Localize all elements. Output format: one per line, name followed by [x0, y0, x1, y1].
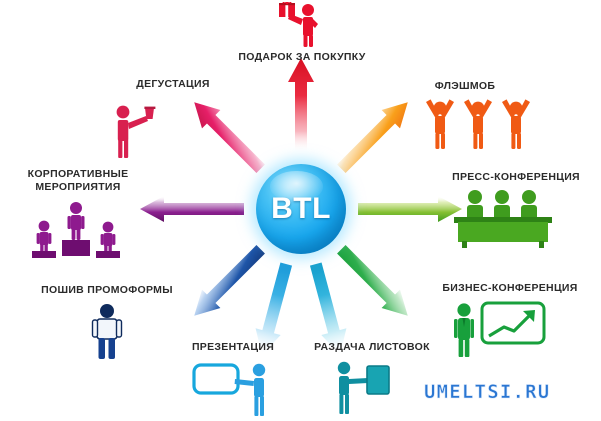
node-label-press-konferenciya: ПРЕСС-КОНФЕРЕНЦИЯ [452, 171, 580, 183]
node-label-poshiv-promoformy: ПОШИВ ПРОМОФОРМЫ [41, 284, 173, 296]
node-label-korporativnye-meropriyatiya: КОРПОРАТИВНЫЕ МЕРОПРИЯТИЯ [27, 168, 129, 193]
node-label-razdacha-listovok: РАЗДАЧА ЛИСТОВОК [314, 341, 430, 353]
arrow-razdacha-listovok [309, 262, 347, 355]
three-people-arms-up-icon [422, 94, 534, 155]
btl-center-label: BTL [271, 192, 331, 225]
three-people-podium-icon [24, 196, 128, 263]
panel-table-three-people-icon [446, 186, 558, 253]
arrow-degustaciya [194, 102, 265, 173]
person-holding-gift-icon [262, 0, 332, 53]
person-holding-cup-icon [104, 102, 166, 165]
node-label-degustaciya: ДЕГУСТАЦИЯ [136, 78, 210, 90]
arrow-press-konferenciya [358, 196, 462, 222]
arrow-podarok-za-pokupku [288, 58, 314, 152]
arrow-fleshmob [337, 102, 408, 173]
person-handing-flyer-icon [328, 358, 396, 421]
watermark-umeltsi-ru: UMELTSI.RU [424, 381, 551, 404]
person-in-uniform-icon [84, 302, 130, 365]
arrow-poshiv-promoformy [194, 245, 265, 316]
person-at-board-icon [192, 360, 276, 421]
arrow-korporativnye-meropriyatiya [140, 196, 244, 222]
arrow-biznes-konferenciya [337, 245, 408, 316]
node-label-prezentaciya: ПРЕЗЕНТАЦИЯ [191, 341, 275, 353]
node-label-biznes-konferenciya: БИЗНЕС-КОНФЕРЕНЦИЯ [442, 282, 578, 294]
node-label-fleshmob: ФЛЭШМОБ [434, 80, 496, 92]
node-label-podarok-za-pokupku: ПОДАРОК ЗА ПОКУПКУ [238, 51, 366, 63]
btl-center-node[interactable]: BTL [256, 164, 346, 254]
arrow-prezentaciya [255, 262, 293, 355]
businessman-growth-chart-icon [448, 300, 548, 363]
